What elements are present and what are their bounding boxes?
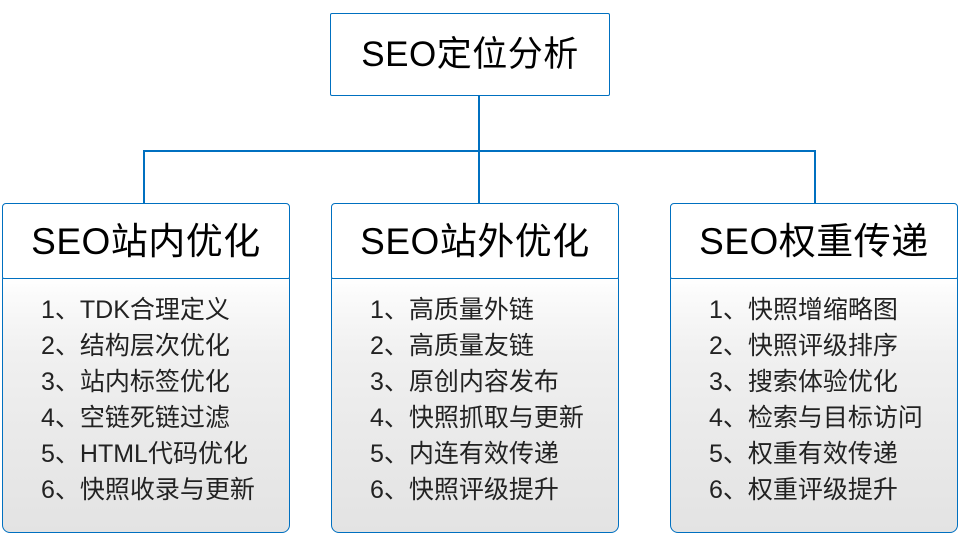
- list-item: 6、权重评级提升: [709, 476, 898, 504]
- list-item: 2、快照评级排序: [709, 332, 898, 360]
- branch-list-weight-transfer: 1、快照增缩略图 2、快照评级排序 3、搜索体验优化 4、检索与目标访问 5、权…: [671, 292, 957, 508]
- connector-drop-branch-1: [143, 150, 145, 204]
- list-item: 2、高质量友链: [370, 332, 534, 360]
- branch-list-onsite-optimization: 1、TDK合理定义 2、结构层次优化 3、站内标签优化 4、空链死链过滤 5、H…: [3, 292, 289, 508]
- list-item: 6、快照收录与更新: [41, 476, 255, 504]
- list-item: 3、搜索体验优化: [709, 368, 898, 396]
- connector-drop-branch-2: [478, 150, 480, 204]
- branch-body-weight-transfer: 1、快照增缩略图 2、快照评级排序 3、搜索体验优化 4、检索与目标访问 5、权…: [670, 277, 958, 533]
- list-item: 1、高质量外链: [370, 296, 534, 324]
- connector-root-stem: [478, 96, 480, 152]
- branch-header-offsite-optimization[interactable]: SEO站外优化: [331, 203, 619, 279]
- list-item: 4、空链死链过滤: [41, 404, 230, 432]
- list-item: 5、权重有效传递: [709, 440, 898, 468]
- branch-header-weight-transfer[interactable]: SEO权重传递: [670, 203, 958, 279]
- list-item: 6、快照评级提升: [370, 476, 559, 504]
- list-item: 4、检索与目标访问: [709, 404, 923, 432]
- branch-offsite-optimization: SEO站外优化 1、高质量外链 2、高质量友链 3、原创内容发布 4、快照抓取与…: [331, 203, 619, 533]
- list-item: 1、快照增缩略图: [709, 296, 898, 324]
- branch-header-label: SEO权重传递: [699, 220, 929, 262]
- root-node-seo-positioning-analysis[interactable]: SEO定位分析: [330, 13, 610, 96]
- branch-header-onsite-optimization[interactable]: SEO站内优化: [2, 203, 290, 279]
- branch-onsite-optimization: SEO站内优化 1、TDK合理定义 2、结构层次优化 3、站内标签优化 4、空链…: [2, 203, 290, 533]
- list-item: 3、站内标签优化: [41, 368, 230, 396]
- branch-header-label: SEO站内优化: [31, 220, 261, 262]
- list-item: 2、结构层次优化: [41, 332, 230, 360]
- connector-drop-branch-3: [814, 150, 816, 204]
- root-node-label: SEO定位分析: [361, 35, 579, 74]
- branch-header-label: SEO站外优化: [360, 220, 590, 262]
- list-item: 5、HTML代码优化: [41, 440, 248, 468]
- list-item: 5、内连有效传递: [370, 440, 559, 468]
- branch-weight-transfer: SEO权重传递 1、快照增缩略图 2、快照评级排序 3、搜索体验优化 4、检索与…: [670, 203, 958, 533]
- branch-body-onsite-optimization: 1、TDK合理定义 2、结构层次优化 3、站内标签优化 4、空链死链过滤 5、H…: [2, 277, 290, 533]
- list-item: 3、原创内容发布: [370, 368, 559, 396]
- branch-body-offsite-optimization: 1、高质量外链 2、高质量友链 3、原创内容发布 4、快照抓取与更新 5、内连有…: [331, 277, 619, 533]
- list-item: 4、快照抓取与更新: [370, 404, 584, 432]
- list-item: 1、TDK合理定义: [41, 296, 230, 324]
- branch-list-offsite-optimization: 1、高质量外链 2、高质量友链 3、原创内容发布 4、快照抓取与更新 5、内连有…: [332, 292, 618, 508]
